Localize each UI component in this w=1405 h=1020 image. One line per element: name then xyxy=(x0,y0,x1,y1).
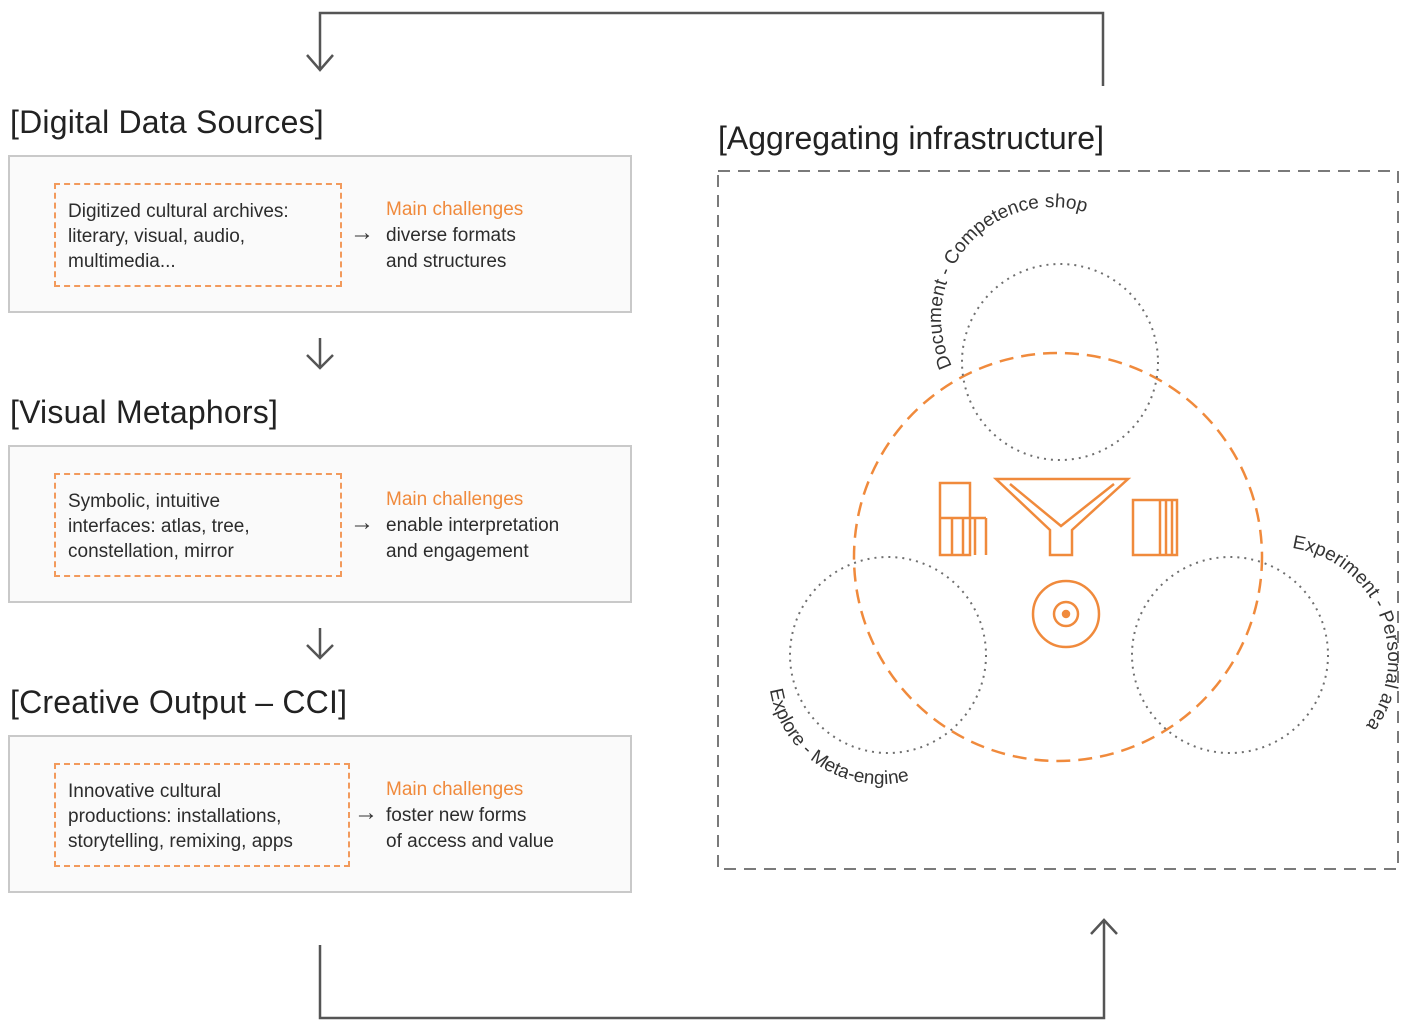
disc-icon xyxy=(1031,579,1101,649)
challenge-block: Main challenges foster new forms of acce… xyxy=(386,777,626,855)
feedback-loop-top xyxy=(318,11,1105,86)
label-document: Document - Competence shop xyxy=(925,191,1090,372)
content-line: literary, visual, audio, xyxy=(68,226,246,247)
card-creative-output: Innovative cultural productions: install… xyxy=(8,735,632,893)
arrowhead-bottom xyxy=(1090,918,1118,935)
infrastructure-title: [Aggregating infrastructure] xyxy=(718,120,1104,156)
content-box: Innovative cultural productions: install… xyxy=(54,763,350,867)
circle-experiment xyxy=(1131,556,1329,754)
arrowhead-top xyxy=(306,54,334,72)
challenge-line: and structures xyxy=(386,251,507,272)
section-title-visual-metaphors: [Visual Metaphors] xyxy=(10,394,279,430)
challenge-line: of access and value xyxy=(386,831,554,852)
challenge-label: Main challenges xyxy=(386,489,524,510)
challenge-label: Main challenges xyxy=(386,779,524,800)
book-icon xyxy=(1131,498,1179,557)
arrowhead-down-2 xyxy=(306,644,334,660)
label-experiment: Experiment - Personal area xyxy=(1291,532,1404,735)
content-line: interfaces: atlas, tree, xyxy=(68,516,250,537)
challenge-line: diverse formats xyxy=(386,225,516,246)
circle-document xyxy=(961,263,1159,461)
content-line: storytelling, remixing, apps xyxy=(68,831,293,852)
label-explore: Explore - Meta-engine xyxy=(765,687,911,790)
chair-icon xyxy=(938,481,988,557)
right-arrow-icon: → xyxy=(350,219,374,246)
content-box: Symbolic, intuitive interfaces: atlas, t… xyxy=(54,473,342,577)
challenge-line: enable interpretation xyxy=(386,515,560,536)
challenge-block: Main challenges enable interpretation an… xyxy=(386,487,626,565)
section-title-digital-data-sources: [Digital Data Sources] xyxy=(10,104,324,140)
challenge-label: Main challenges xyxy=(386,199,524,220)
section-title-creative-output: [Creative Output – CCI] xyxy=(10,684,348,720)
label-explore-path: Explore - Meta-engine xyxy=(765,687,911,790)
label-experiment-path: Experiment - Personal area xyxy=(1291,532,1404,735)
card-visual-metaphors: Symbolic, intuitive interfaces: atlas, t… xyxy=(8,445,632,603)
content-line: Digitized cultural archives: xyxy=(68,201,289,222)
content-box: Digitized cultural archives: literary, v… xyxy=(54,183,342,287)
right-arrow-icon: → xyxy=(350,509,374,536)
challenge-line: and engagement xyxy=(386,541,529,562)
content-line: productions: installations, xyxy=(68,806,282,827)
infrastructure-frame xyxy=(717,170,1399,870)
card-digital-data-sources: Digitized cultural archives: literary, v… xyxy=(8,155,632,313)
content-line: constellation, mirror xyxy=(68,541,234,562)
challenge-block: Main challenges diverse formats and stru… xyxy=(386,197,626,275)
content-line: Innovative cultural xyxy=(68,781,222,802)
content-line: multimedia... xyxy=(68,251,176,272)
challenge-line: foster new forms xyxy=(386,805,527,826)
feedback-loop-bottom xyxy=(318,922,1106,1020)
arrowhead-down-1 xyxy=(306,354,334,370)
funnel-icon xyxy=(992,477,1132,557)
right-arrow-icon: → xyxy=(354,799,378,826)
content-line: Symbolic, intuitive xyxy=(68,491,221,512)
circle-explore xyxy=(789,556,987,754)
label-document-path: Document - Competence shop xyxy=(925,191,1090,372)
central-circle xyxy=(852,351,1264,763)
